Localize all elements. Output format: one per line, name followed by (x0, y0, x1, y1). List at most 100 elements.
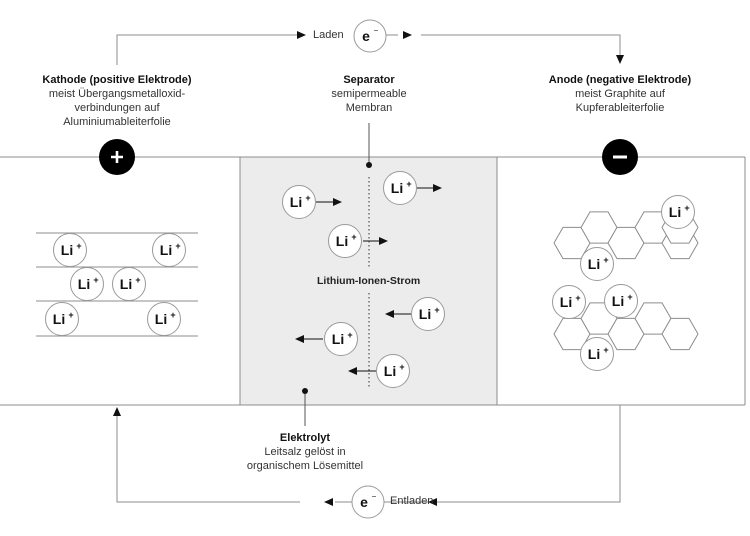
electrolyte-desc-line: organischem Lösemittel (246, 460, 364, 472)
ion-charge: + (93, 275, 98, 285)
lithium-ion: Li+ (552, 285, 586, 319)
anode-label: Anode (negative Elektrode) meist Graphit… (530, 73, 710, 115)
ion-arrow-head (379, 237, 388, 245)
ion-charge: + (76, 241, 81, 251)
lithium-ions: Li+Li+Li+Li+Li+Li+Li+Li+Li+Li+Li+Li+Li+L… (45, 171, 695, 388)
ion-circle (328, 224, 362, 258)
electron-circle-charge (353, 19, 387, 53)
cathode-desc-line: meist Übergangsmetalloxid- (48, 88, 186, 100)
ion-symbol: Li (336, 233, 348, 249)
ion-circle (411, 297, 445, 331)
ion-symbol: Li (160, 242, 172, 258)
graphite-lattice (553, 211, 699, 351)
lithium-ion: Li+ (383, 171, 417, 205)
electron-symbol-discharge: e (360, 494, 368, 510)
ion-circle (152, 233, 186, 267)
ion-circle (112, 267, 146, 301)
ion-symbol: Li (384, 363, 396, 379)
discharge-wire-left (116, 415, 300, 503)
ion-symbol: Li (53, 311, 65, 327)
ion-symbol: Li (61, 242, 73, 258)
ion-charge: + (68, 310, 73, 320)
lithium-ion: Li+ (580, 247, 614, 281)
charge-label: Laden (313, 29, 344, 41)
ion-charge: + (347, 330, 352, 340)
graphite-hexagon (661, 317, 699, 351)
charge-wire-left (116, 34, 300, 65)
electron-sup-discharge: − (372, 492, 377, 501)
lithium-ion: Li+ (661, 195, 695, 229)
cathode-terminal (99, 139, 135, 175)
ion-arrow-head (433, 184, 442, 192)
ion-symbol: Li (332, 331, 344, 347)
ion-circle (580, 337, 614, 371)
lithium-ion: Li+ (324, 322, 358, 356)
charge-arrowhead-down (616, 55, 624, 64)
ion-arrow-head (348, 367, 357, 375)
electron-symbol-charge: e (362, 28, 370, 44)
electrolyte-pointer-dot (302, 388, 308, 394)
ion-charge: + (603, 345, 608, 355)
ion-symbol: Li (290, 194, 302, 210)
ion-circle (552, 285, 586, 319)
lithium-ion: Li+ (147, 302, 181, 336)
ion-charge: + (175, 241, 180, 251)
electrolyte-desc-line: Leitsalz gelöst in (264, 446, 346, 458)
ion-circle (376, 354, 410, 388)
discharge-arrowhead-2 (324, 498, 333, 506)
ion-circle (70, 267, 104, 301)
lithium-ion: Li+ (112, 267, 146, 301)
anode-desc-line: meist Graphite auf (575, 88, 665, 100)
ion-arrow-head (385, 310, 394, 318)
cathode-label: Kathode (positive Elektrode) meist Überg… (27, 73, 207, 129)
lithium-ion: Li+ (604, 284, 638, 318)
electrolyte-label: Elektrolyt Leitsalz gelöst in organische… (230, 431, 380, 473)
ion-circle (383, 171, 417, 205)
separator-title: Separator (343, 74, 395, 86)
lithium-ion: Li+ (376, 354, 410, 388)
ion-circle (45, 302, 79, 336)
ion-charge: + (135, 275, 140, 285)
ion-circle (604, 284, 638, 318)
anode-title: Anode (negative Elektrode) (548, 74, 692, 86)
ion-current-label: Lithium-Ionen-Strom (317, 275, 421, 287)
ion-charge: + (351, 232, 356, 242)
cathode-desc-line: Aluminiumableiterfolie (63, 116, 171, 128)
electron-circle-discharge (351, 485, 385, 519)
ion-charge: + (603, 255, 608, 265)
discharge-label: Entladen (390, 495, 434, 507)
lithium-ion: Li+ (152, 233, 186, 267)
ion-symbol: Li (669, 204, 681, 220)
plus-sign (111, 151, 123, 163)
ion-charge: + (305, 193, 310, 203)
charge-arrowhead-2 (403, 31, 412, 39)
charge-arrowhead-1 (297, 31, 306, 39)
anode-terminal (602, 139, 638, 175)
ion-symbol: Li (78, 276, 90, 292)
ion-symbol: Li (391, 180, 403, 196)
ion-symbol: Li (120, 276, 132, 292)
cathode-layers (36, 232, 198, 337)
discharge-arrowhead-up (113, 407, 121, 416)
ion-charge: + (399, 362, 404, 372)
lithium-ion: Li+ (45, 302, 79, 336)
charge-wire-right (421, 34, 621, 56)
ion-charge: + (170, 310, 175, 320)
lithium-ion: Li+ (53, 233, 87, 267)
ion-arrow-head (295, 335, 304, 343)
lithium-ion: Li+ (411, 297, 445, 331)
anode-desc-line: Kupferableiterfolie (575, 102, 665, 114)
ion-charge: + (434, 305, 439, 315)
ion-circle (661, 195, 695, 229)
ion-charge: + (684, 203, 689, 213)
charge-circuit (116, 19, 624, 65)
ion-symbol: Li (612, 293, 624, 309)
electrolyte-title: Elektrolyt (279, 432, 331, 444)
separator-desc-line: Membran (345, 102, 393, 114)
discharge-circuit (113, 405, 621, 519)
ion-symbol: Li (588, 346, 600, 362)
ion-charge: + (406, 179, 411, 189)
lithium-ion: Li+ (328, 224, 362, 258)
lithium-ion: Li+ (282, 185, 316, 219)
